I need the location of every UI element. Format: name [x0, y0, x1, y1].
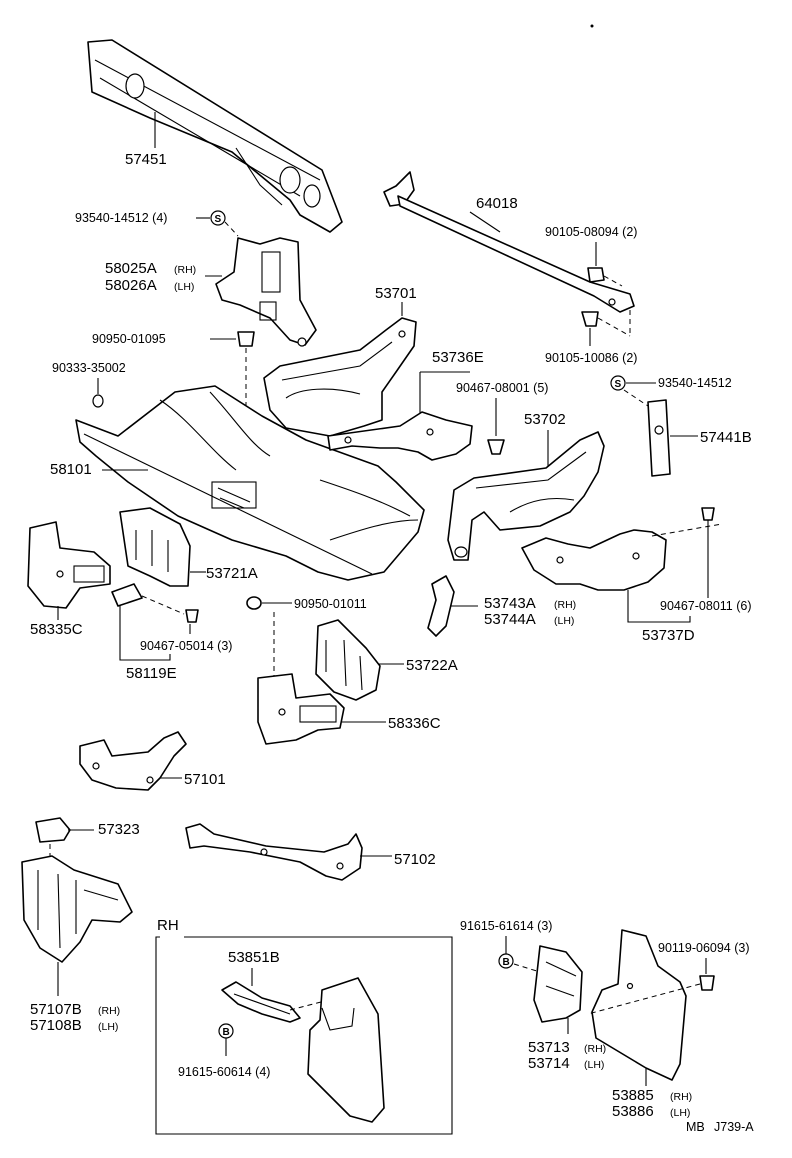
part-57101-drawing: [79, 731, 187, 791]
part-53736e-drawing: [327, 411, 473, 461]
label-93540-14512: 93540-14512: [658, 376, 732, 390]
label-90467-08011-6: 90467-08011 (6): [660, 599, 752, 613]
speck-mark: [590, 24, 594, 28]
svg-text:B: B: [223, 1027, 230, 1038]
part-53743a-drawing: [427, 575, 455, 637]
label-53713-side: (RH): [584, 1043, 606, 1055]
part-53702-drawing: [447, 431, 605, 561]
b-symbol-icon: B: [218, 1023, 234, 1039]
label-53886: 53886: [612, 1103, 654, 1120]
label-64018: 64018: [476, 195, 518, 212]
label-53885-side: (RH): [670, 1091, 692, 1103]
label-58026a: 58026A: [105, 277, 157, 294]
plug-90950-01011-icon: [246, 596, 262, 610]
bolt-90105-08094-icon: [587, 267, 605, 283]
label-58025a-side: (RH): [174, 264, 196, 276]
plug-90950-01095-icon: [237, 331, 255, 347]
label-53714: 53714: [528, 1055, 570, 1072]
label-53701: 53701: [375, 285, 417, 302]
s-symbol-icon: S: [210, 210, 226, 226]
label-53714-side: (LH): [584, 1059, 604, 1071]
part-58336c-drawing: [257, 673, 345, 745]
bolt-90105-10086-icon: [581, 311, 599, 327]
label-58335c: 58335C: [30, 621, 83, 638]
grommet-90333-icon: [92, 394, 104, 408]
part-57441b-drawing: [647, 399, 671, 477]
label-53851b: 53851B: [228, 949, 280, 966]
clip-90467-05014-icon: [185, 609, 199, 623]
clip-90467-08011-icon: [701, 507, 715, 521]
part-53722a-drawing: [315, 619, 381, 701]
label-57108b-side: (LH): [98, 1021, 118, 1033]
footer-figure-code: J739-A: [714, 1120, 754, 1134]
part-58335c-drawing: [27, 521, 111, 609]
part-53851b-drawing: [221, 981, 301, 1023]
label-58026a-side: (LH): [174, 281, 194, 293]
part-57451-drawing: [87, 39, 343, 233]
label-53737d: 53737D: [642, 627, 695, 644]
footer-left-code: MB: [686, 1120, 705, 1134]
part-58101-drawing: [75, 385, 425, 581]
part-57102-drawing: [185, 823, 363, 881]
svg-text:S: S: [215, 214, 222, 225]
part-64018-drawing: [383, 171, 635, 313]
label-53885: 53885: [612, 1087, 654, 1104]
s-symbol-icon-2: S: [610, 375, 626, 391]
part-53737d-drawing: [521, 529, 667, 591]
label-90333-35002: 90333-35002: [52, 361, 126, 375]
label-57101: 57101: [184, 771, 226, 788]
part-58119e-drawing: [111, 583, 143, 607]
label-90467-08001-5: 90467-08001 (5): [456, 381, 548, 395]
label-90467-05014-3: 90467-05014 (3): [140, 639, 232, 653]
label-58025a: 58025A: [105, 260, 157, 277]
part-58025a-drawing: [215, 237, 317, 347]
label-57108b: 57108B: [30, 1017, 82, 1034]
label-58101: 58101: [50, 461, 92, 478]
label-53886-side: (LH): [670, 1107, 690, 1119]
label-57107b-side: (RH): [98, 1005, 120, 1017]
label-57102: 57102: [394, 851, 436, 868]
label-90119-06094-3: 90119-06094 (3): [658, 941, 750, 955]
label-58119e: 58119E: [126, 665, 177, 682]
label-91615-60614-4: 91615-60614 (4): [178, 1065, 270, 1079]
label-53743a-side: (RH): [554, 599, 576, 611]
label-53721a: 53721A: [206, 565, 258, 582]
part-57323-drawing: [35, 817, 71, 843]
label-58336c: 58336C: [388, 715, 441, 732]
mudguard-53885-drawing: [591, 929, 687, 1081]
part-53721a-drawing: [119, 507, 191, 587]
label-57451: 57451: [125, 151, 167, 168]
label-90950-01011: 90950-01011: [294, 597, 367, 611]
label-53722a: 53722A: [406, 657, 458, 674]
label-53744a: 53744A: [484, 611, 536, 628]
bolt-90119-06094-icon: [699, 975, 715, 991]
part-53713-drawing: [533, 945, 583, 1023]
svg-text:B: B: [503, 957, 510, 968]
part-53701-drawing: [263, 317, 417, 437]
label-57107b: 57107B: [30, 1001, 82, 1018]
label-53743a: 53743A: [484, 595, 536, 612]
b-symbol-icon-2: B: [498, 953, 514, 969]
svg-text:S: S: [615, 379, 622, 390]
label-90105-10086-2: 90105-10086 (2): [545, 351, 637, 365]
label-57441b: 57441B: [700, 429, 752, 446]
label-53702: 53702: [524, 411, 566, 428]
label-57323: 57323: [98, 821, 140, 838]
label-90950-01095: 90950-01095: [92, 332, 166, 346]
label-90105-08094-2: 90105-08094 (2): [545, 225, 637, 239]
label-91615-61614-3: 91615-61614 (3): [460, 919, 552, 933]
rh-box-title: RH: [157, 917, 179, 934]
label-53744a-side: (LH): [554, 615, 574, 627]
part-57107b-drawing: [21, 855, 133, 963]
label-93540-14512-4: 93540-14512 (4): [75, 211, 167, 225]
clip-90467-08001-icon: [487, 439, 505, 455]
label-53713: 53713: [528, 1039, 570, 1056]
label-53736e: 53736E: [432, 349, 484, 366]
mudguard-rh-drawing: [307, 977, 385, 1123]
rh-box-frame: [155, 936, 453, 1135]
